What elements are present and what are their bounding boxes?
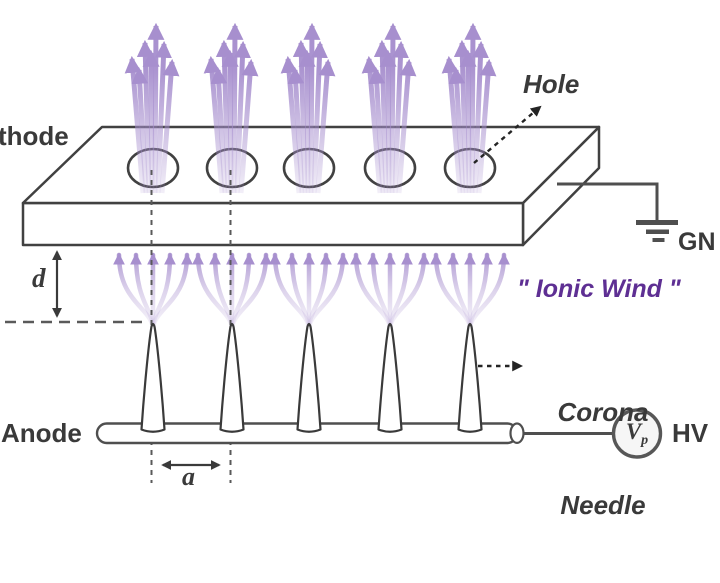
airflow-up-arrow (368, 66, 386, 194)
up-arrow-bundle (441, 22, 497, 194)
ionic-wind-label: " Ionic Wind " (517, 275, 681, 303)
airflow-up-arrow (298, 49, 316, 194)
airflow-up-arrow (384, 22, 402, 194)
airflow-up-arrow (238, 58, 259, 194)
corona-needle (296, 322, 322, 433)
corona-needle (140, 322, 166, 433)
voltage-p-subscript: p (641, 433, 649, 448)
anode-assembly (95, 322, 525, 445)
circuit (524, 182, 678, 459)
airflow-up-arrow (396, 58, 417, 194)
airflow-up-arrow (448, 66, 466, 194)
voltage-v-symbol: V (625, 419, 642, 444)
ionic-wind-stream (447, 252, 473, 333)
voltage-source-circle (611, 408, 663, 459)
up-arrow-bundle (361, 22, 417, 194)
corona-needle-label-line1: Corona (557, 397, 649, 427)
ionic-wind-fan (269, 252, 349, 333)
airflow-up-arrow (453, 39, 471, 194)
plate-front-face (21, 201, 525, 247)
airflow-up-arrow (221, 49, 239, 194)
voltage-source-label: Vp (613, 419, 661, 449)
ionic-wind-fan (350, 252, 430, 333)
ionic-wind-stream (130, 252, 156, 333)
ionic-wind-stream (209, 252, 235, 333)
airflow-up-arrow (464, 22, 482, 194)
airflow-up-arrow (226, 22, 244, 194)
airflow-up-arrow (215, 39, 233, 194)
corona-needle (219, 322, 245, 433)
corona-needle (457, 322, 483, 433)
up-arrow-bundle (203, 22, 259, 194)
airflow-up-arrow (159, 58, 180, 194)
airflow-up-arrow (459, 49, 477, 194)
airflow-up-arrow (315, 58, 336, 194)
needle-spacing-label: a (182, 462, 195, 491)
airflow-up-arrow (147, 22, 165, 194)
ionic-wind-fans (113, 252, 510, 333)
ionic-wind-diagram: thode Hole GN " Ionic Wind " Corona Need… (0, 22, 716, 520)
airflow-up-arrow (373, 39, 391, 194)
airflow-up-arrow (136, 39, 154, 194)
ionic-wind-fan (192, 252, 272, 333)
airflow-up-arrow (292, 39, 310, 194)
corona-needle-label-line2: Needle (560, 490, 646, 520)
rod-end-cap (509, 422, 525, 444)
diagram-canvas (5, 22, 678, 483)
hole-label: Hole (523, 69, 580, 99)
airflow-up-arrow (379, 49, 397, 194)
ionic-wind-fan (430, 252, 510, 333)
ionic-wind-stream (367, 252, 393, 333)
ground-wire (557, 182, 659, 221)
airflow-up-arrow (131, 66, 149, 194)
airflow-up-arrow (142, 49, 160, 194)
gap-distance-label: d (32, 263, 46, 293)
airflow-up-arrow (287, 66, 305, 194)
ionic-wind-stream (286, 252, 312, 333)
up-arrow-bundle (124, 22, 180, 194)
cathode-label: thode (0, 121, 69, 151)
up-arrow-bundle (280, 22, 336, 194)
anode-label: Anode (1, 418, 82, 448)
airflow-up-arrow (476, 58, 497, 194)
ionic-wind-fan (113, 252, 193, 333)
airflow-up-arrow (303, 22, 321, 194)
corona-needle (377, 322, 403, 433)
ground-symbol (636, 220, 678, 242)
hole-pointer-arrow (473, 105, 542, 164)
annotations (5, 105, 542, 470)
high-voltage-label: HV (672, 418, 709, 448)
corona-needle-label: Corona Needle (537, 335, 669, 583)
ground-label: GN (678, 228, 716, 256)
airflow-up-arrow (210, 66, 228, 194)
outflow-arrow-bundles (124, 22, 497, 194)
